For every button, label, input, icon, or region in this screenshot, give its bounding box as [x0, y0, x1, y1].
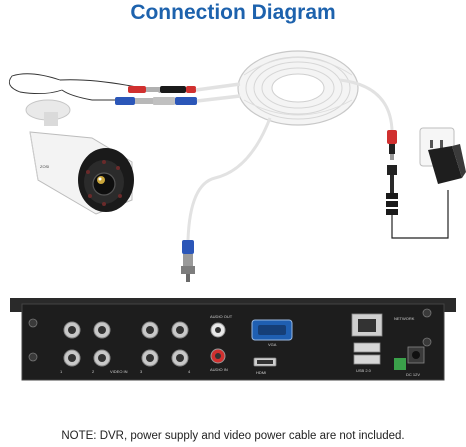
bnc-port: [171, 349, 189, 367]
audio-out-port: [210, 322, 226, 338]
channel-number: 2: [92, 369, 95, 374]
dvr-recorder: 1 2 3 4 VIDEO IN AUDIO OUT AUDIO IN VGA: [10, 298, 456, 381]
hdmi-port: [253, 357, 277, 367]
disclaimer-note: NOTE: DVR, power supply and video power …: [61, 430, 405, 442]
usb-label: USB 2.0: [356, 368, 372, 373]
video-cable: [186, 117, 272, 241]
dc-label: DC 12V: [406, 372, 420, 377]
channel-number: 4: [188, 369, 191, 374]
camera-video-connector: [115, 97, 197, 105]
bnc-connector-end: [181, 240, 195, 282]
vga-port: [251, 319, 293, 341]
video-in-ports: [63, 321, 189, 367]
power-terminal: [394, 358, 406, 370]
audio-out-label: AUDIO OUT: [210, 314, 233, 319]
network-label: NETWORK: [394, 316, 415, 321]
bnc-port: [63, 321, 81, 339]
usb-ports: [353, 342, 381, 365]
audio-in-label: AUDIO IN: [210, 367, 228, 372]
audio-in-port: [210, 348, 226, 364]
bnc-port: [171, 321, 189, 339]
bullet-camera: ZOSI: [25, 99, 134, 215]
dc-power-port: [407, 346, 425, 364]
channel-number: 1: [60, 369, 63, 374]
camera-power-connector: [128, 86, 196, 93]
bnc-port: [93, 349, 111, 367]
bnc-port: [141, 349, 159, 367]
bnc-port: [141, 321, 159, 339]
cable-to-coil: [195, 82, 241, 103]
hdmi-label: HDMI: [256, 370, 266, 375]
camera-logo: ZOSI: [40, 164, 49, 169]
channel-number: 3: [140, 369, 143, 374]
power-adapter: [428, 144, 466, 184]
bnc-port: [93, 321, 111, 339]
power-plug: [386, 130, 449, 239]
power-cable: [339, 78, 394, 131]
cable-coil: [237, 50, 359, 126]
video-in-label: VIDEO IN: [110, 369, 128, 374]
page-title: Connection Diagram: [130, 1, 336, 24]
vga-label: VGA: [268, 342, 277, 347]
bnc-port: [63, 349, 81, 367]
network-port: [351, 313, 383, 337]
